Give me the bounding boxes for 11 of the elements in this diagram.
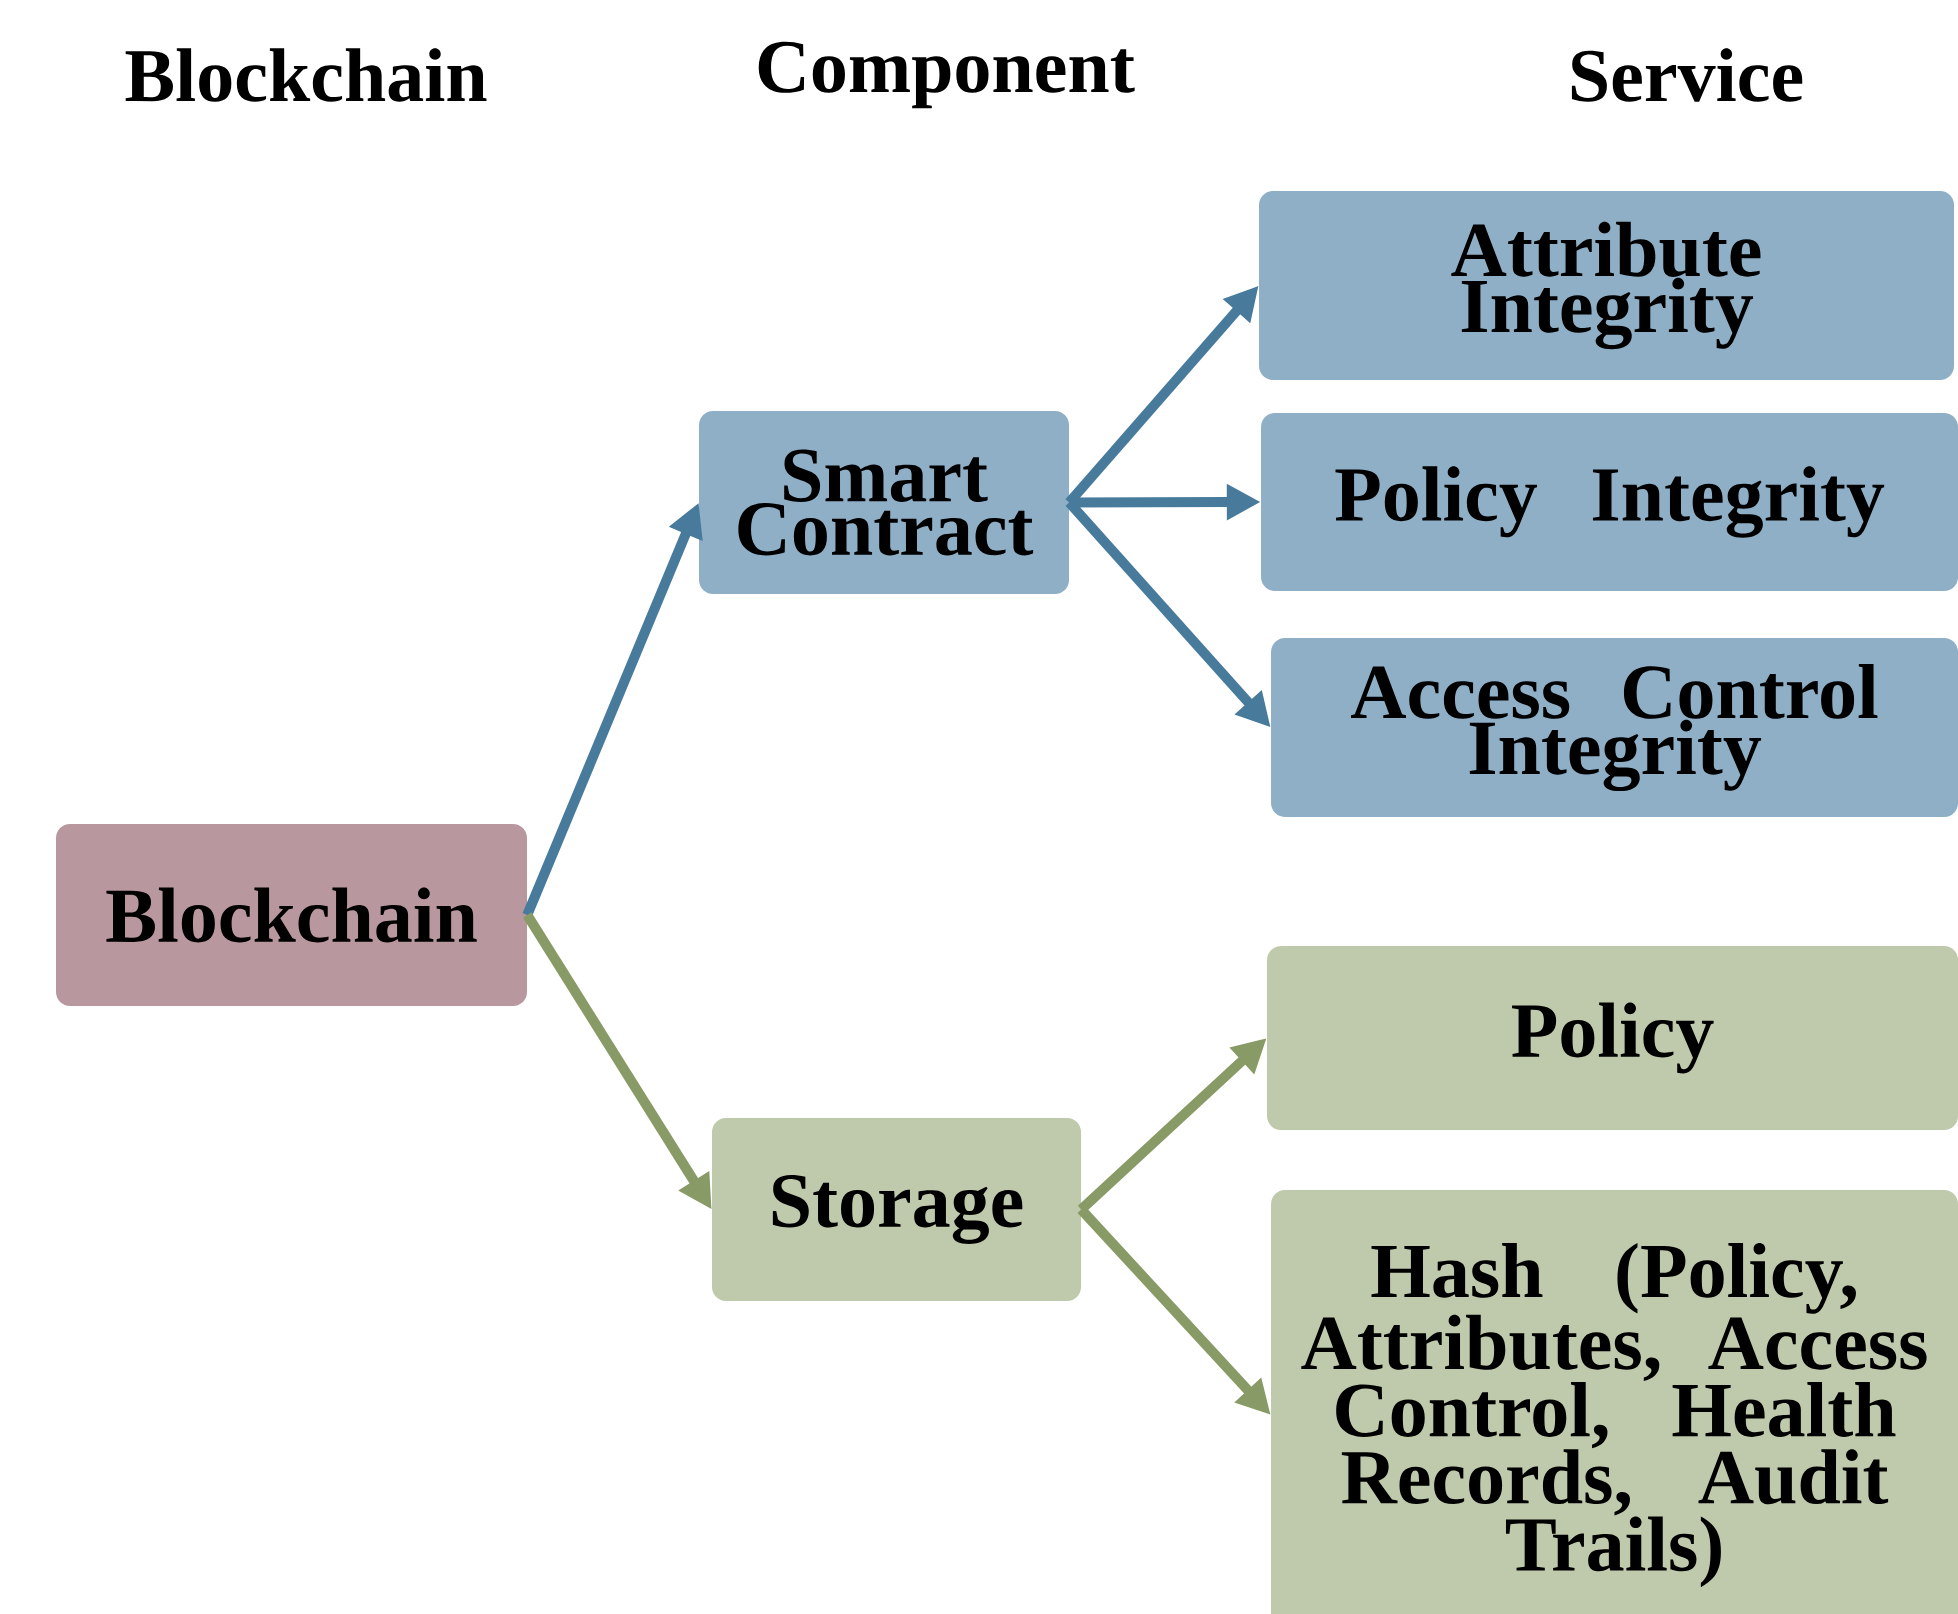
column-heading: Component [758,41,1135,109]
box: Attribute Integrity [1259,191,1955,380]
box: Storage [712,1118,1081,1301]
box: Policy Integrity [1261,413,1958,591]
box: Blockchain [56,824,527,1006]
box: Access Control Integrity [1271,638,1958,817]
box: Hash (Policy, Attributes, Access Control, Health Records, Audit Trails) [1271,1190,1958,1614]
column-heading: Blockchain [125,48,487,102]
column-heading: Service [1571,48,1803,102]
box: Smart Contract [699,411,1069,594]
box: Policy [1267,946,1958,1130]
